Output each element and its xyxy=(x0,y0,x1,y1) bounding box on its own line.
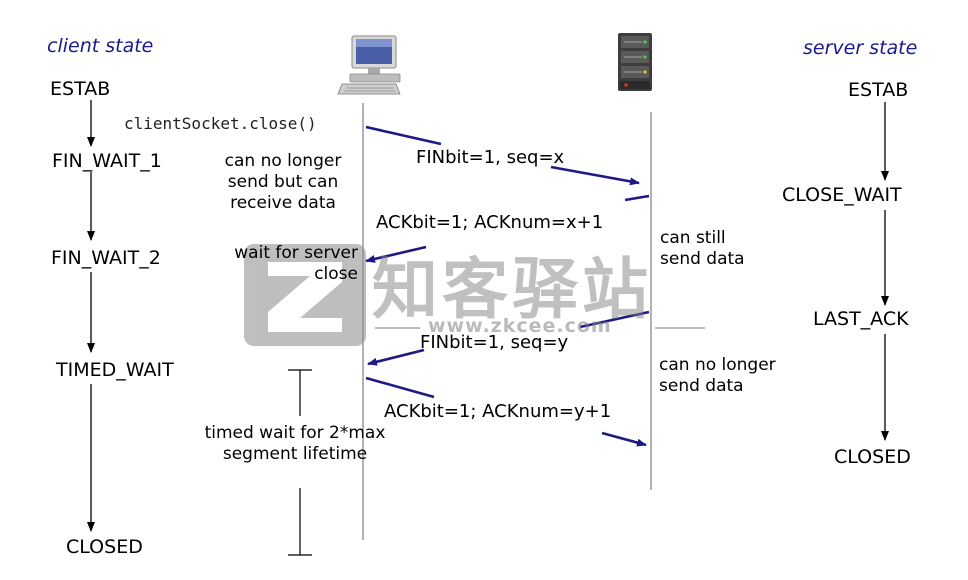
client-state-fin-wait-2: FIN_WAIT_2 xyxy=(51,247,161,269)
ack-client-arrow-a xyxy=(365,376,435,399)
client-state-fin-wait-1: FIN_WAIT_1 xyxy=(52,150,162,172)
server-rack-icon xyxy=(618,33,652,91)
server-state-title: server state xyxy=(803,37,918,59)
ack-server-arrow-b xyxy=(365,245,427,263)
note-server-no-longer-send: can no longer send data xyxy=(659,355,776,396)
server-state-closed: CLOSED xyxy=(834,446,911,468)
server-state-estab: ESTAB xyxy=(848,79,909,101)
fin-server-arrow-a xyxy=(579,310,650,329)
desktop-computer-icon xyxy=(337,35,401,95)
client-close-call: clientSocket.close() xyxy=(124,114,317,133)
ack-client-arrow-b xyxy=(601,431,647,447)
fin-server-label: FINbit=1, seq=y xyxy=(420,332,569,353)
fin-client-arrow-b xyxy=(550,165,640,186)
watermark-brand: 知客驿站 xyxy=(372,251,652,328)
ack-client-label: ACKbit=1; ACKnum=y+1 xyxy=(384,401,612,422)
client-state-timed-wait: TIMED_WAIT xyxy=(56,359,174,381)
timed-wait-bracket xyxy=(288,369,312,556)
client-state-closed: CLOSED xyxy=(66,536,143,558)
fin-server-arrow-b xyxy=(367,348,425,366)
note-can-still-send: can still send data xyxy=(660,228,745,269)
note-no-longer-send-recv: can no longer send but can receive data xyxy=(224,151,342,213)
server-state-last-ack: LAST_ACK xyxy=(813,308,909,330)
note-wait-server-close: wait for server close xyxy=(234,243,358,284)
ack-server-label: ACKbit=1; ACKnum=x+1 xyxy=(376,212,604,233)
ack-server-arrow-a xyxy=(624,194,650,202)
fin-client-arrow-a xyxy=(365,125,442,146)
note-timed-wait: timed wait for 2*max segment lifetime xyxy=(204,423,386,464)
server-state-close-wait: CLOSE_WAIT xyxy=(782,184,902,206)
watermark-url: www.zkcee.com xyxy=(428,315,612,337)
client-state-title: client state xyxy=(47,35,154,57)
watermark-logo xyxy=(244,244,705,346)
message-arrows xyxy=(365,125,650,447)
client-state-estab: ESTAB xyxy=(50,78,111,100)
fin-client-label: FINbit=1, seq=x xyxy=(416,147,565,168)
